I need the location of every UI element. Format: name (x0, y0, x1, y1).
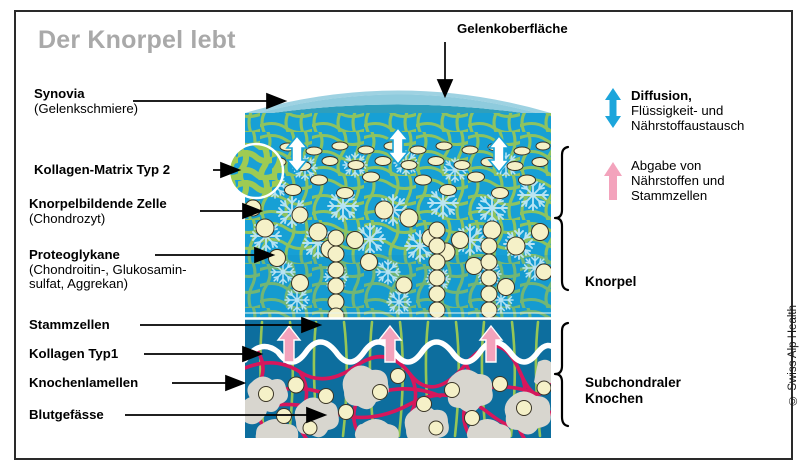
legend-diffusion: Diffusion, Flüssigkeit- und Nährstoffaus… (631, 88, 744, 133)
label-chondrozyt-sub: (Chondrozyt) (29, 210, 106, 226)
label-knochenlamellen: Knochenlamellen (29, 375, 139, 391)
label-chondrozyt-main: Knorpelbildende Zelle (29, 196, 167, 211)
label-chondrozyt: Knorpelbildende Zelle (Chondrozyt) (29, 196, 167, 226)
label-blutgefaesse-main: Blutgefässe (29, 407, 104, 422)
page-title: Der Knorpel lebt (38, 26, 236, 54)
label-proteoglykane: Proteoglykane (Chondroitin-, Glukosamin-… (29, 247, 187, 292)
label-synovia-main: Synovia (34, 86, 85, 101)
legend-diffusion-head: Diffusion, (631, 88, 692, 103)
bracket-label-knorpel: Knorpel (585, 274, 636, 290)
label-kollagen-matrix-main: Kollagen-Matrix Typ 2 (34, 162, 171, 177)
legend-abgabe-line4: Stammzellen (631, 188, 708, 203)
label-proteoglykane-main: Proteoglykane (29, 247, 120, 262)
legend-abgabe: Abgabe von Nährstoffen und Stammzellen (631, 158, 725, 203)
legend-diffusion-line3: Nährstoffaustausch (631, 118, 745, 133)
bracket-knorpel-line1: Knorpel (585, 274, 637, 289)
label-stammzellen: Stammzellen (29, 317, 110, 333)
label-kollagen-matrix: Kollagen-Matrix Typ 2 (34, 162, 171, 178)
label-gelenkoberflaeche-main: Gelenkoberfläche (457, 21, 568, 36)
label-blutgefaesse: Blutgefässe (29, 407, 104, 423)
legend-abgabe-line2: Abgabe von (631, 158, 702, 173)
legend-abgabe-line3: Nährstoffen und (631, 173, 725, 188)
bracket-knochen-line1: Subchondraler (585, 375, 681, 390)
label-synovia-sub: (Gelenkschmiere) (34, 100, 139, 116)
bracket-knochen-line2: Knochen (585, 390, 644, 406)
label-stammzellen-main: Stammzellen (29, 317, 110, 332)
copyright-notice: © Swiss Alp Health (787, 305, 799, 406)
label-proteoglykane-sub: (Chondroitin-, Glukosamin- (29, 261, 187, 277)
label-synovia: Synovia (Gelenkschmiere) (34, 86, 139, 116)
label-proteoglykane-sub2: sulfat, Aggrekan) (29, 276, 128, 291)
bracket-label-subchondraler-knochen: Subchondraler Knochen (585, 375, 681, 406)
label-kollagen-typ1-main: Kollagen Typ1 (29, 346, 119, 361)
label-gelenkoberflaeche: Gelenkoberfläche (457, 21, 568, 37)
legend-diffusion-line2: Flüssigkeit- und (631, 103, 724, 118)
label-kollagen-typ1: Kollagen Typ1 (29, 346, 119, 362)
label-knochenlamellen-main: Knochenlamellen (29, 375, 139, 390)
